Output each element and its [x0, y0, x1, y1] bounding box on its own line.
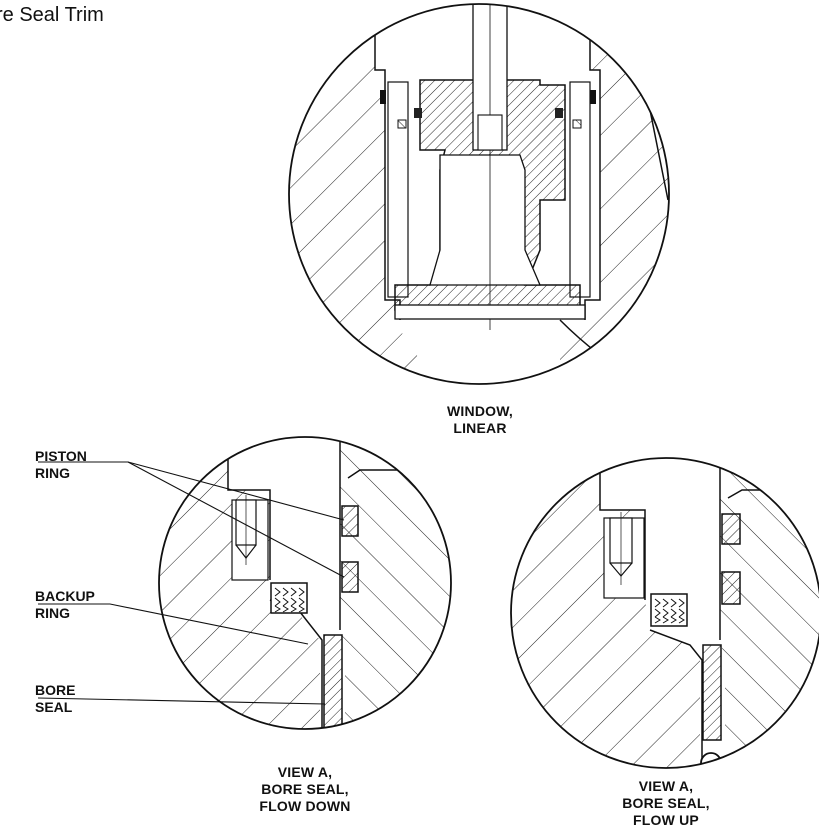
piston-ring-callout-line1: PISTON [35, 448, 87, 464]
leader-lines [37, 461, 345, 705]
window-linear-circle [288, 3, 670, 385]
backup-ring-callout: BACKUP RING [35, 588, 95, 622]
flow-down-label-line2: BORE SEAL, [261, 781, 349, 797]
window-linear-label-line2: LINEAR [453, 420, 507, 436]
page-title: re Seal Trim [0, 4, 104, 26]
flow-up-circle [510, 457, 819, 769]
flow-down-label-line1: VIEW A, [277, 764, 333, 780]
bore-seal-callout-line2: SEAL [35, 699, 73, 715]
window-linear-label-line1: WINDOW, [447, 403, 513, 419]
window-linear-label: WINDOW, LINEAR [405, 403, 555, 437]
bore-seal-callout-line1: BORE [35, 682, 76, 698]
flow-down-circle [158, 436, 452, 730]
piston-ring-callout: PISTON RING [35, 448, 87, 482]
piston-ring-callout-line2: RING [35, 465, 70, 481]
flow-up-label-line1: VIEW A, [638, 778, 694, 794]
backup-ring-callout-line1: BACKUP [35, 588, 95, 604]
window-linear-view [288, 3, 670, 385]
flow-down-view [158, 436, 452, 730]
flow-up-label-line2: BORE SEAL, [622, 795, 710, 811]
bore-seal-callout: BORE SEAL [35, 682, 75, 716]
flow-up-label: VIEW A, BORE SEAL, FLOW UP [586, 778, 746, 829]
flow-up-label-line3: FLOW UP [633, 812, 699, 828]
flow-up-view [510, 457, 819, 769]
backup-ring-callout-line2: RING [35, 605, 70, 621]
flow-down-label: VIEW A, BORE SEAL, FLOW DOWN [220, 764, 390, 815]
flow-down-label-line3: FLOW DOWN [259, 798, 351, 814]
